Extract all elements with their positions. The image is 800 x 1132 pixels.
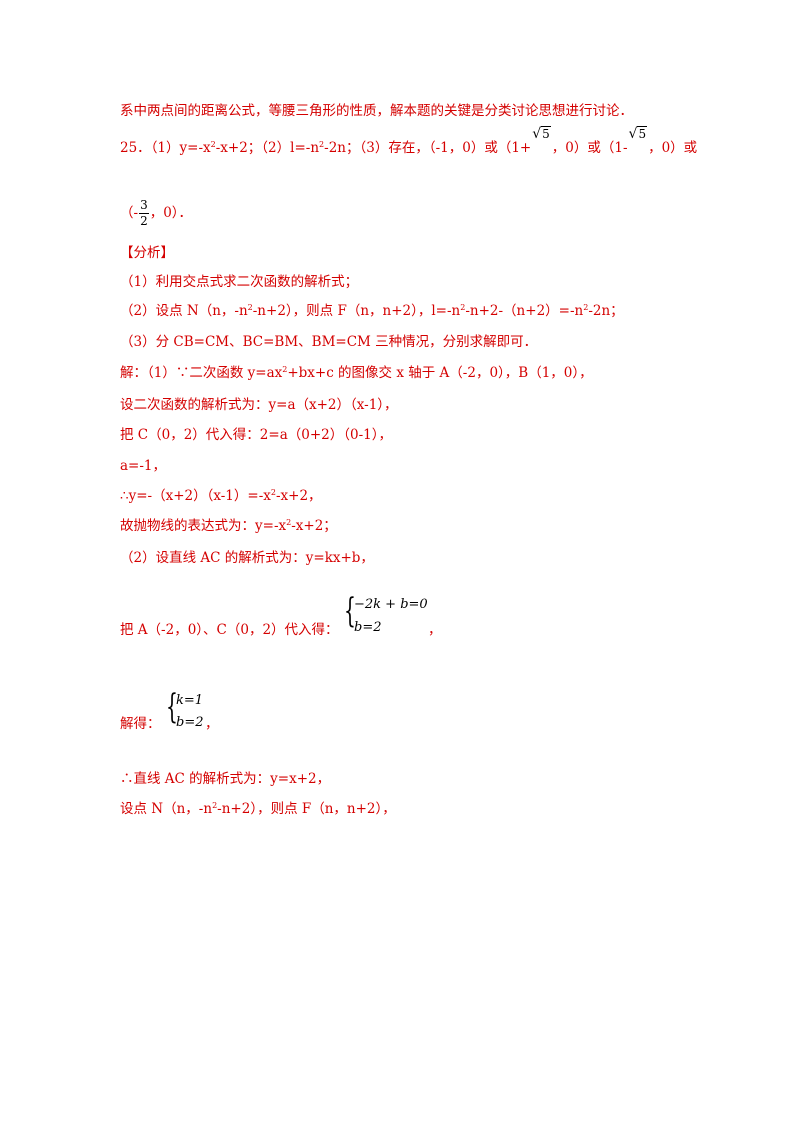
- analysis-step-3: （3）分 CB=CM、BC=BM、BM=CM 三种情况，分别求解即可．: [120, 334, 538, 350]
- solution-line-8-end: ，: [428, 622, 442, 638]
- solution-line-3: 把 C（0，2）代入得：2=a（0+2）（0-1），: [120, 427, 392, 443]
- equation-system-2: { k=1 b=2: [166, 687, 204, 730]
- solution-line-8: 把 A（-2，0）、C（0，2）代入得：: [120, 622, 339, 638]
- answer-line-25: 25．（1）y=-x2-x+2；（2）l=-n2-2n；（3）存在，（-1，0）…: [120, 126, 698, 156]
- solution-line-4: a=-1，: [120, 458, 167, 474]
- analysis-heading: 【分析】: [120, 245, 174, 261]
- solution-line-11: 设点 N（n，-n2-n+2），则点 F（n，n+2），: [120, 801, 396, 817]
- sqrt-5-a: √5: [532, 126, 551, 142]
- equation-system-1: { −2k + b=0 b=2: [344, 591, 428, 635]
- solution-line-7: （2）设直线 AC 的解析式为：y=kx+b，: [120, 550, 374, 566]
- left-brace: {: [166, 687, 178, 727]
- solution-line-9-end: ，: [205, 716, 219, 732]
- analysis-step-1: （1）利用交点式求二次函数的解析式；: [120, 274, 359, 290]
- solution-line-6: 故抛物线的表达式为：y=-x2-x+2；: [120, 518, 337, 534]
- analysis-step-2: （2）设点 N（n，-n2-n+2），则点 F（n，n+2），l=-n2-n+2…: [120, 303, 624, 319]
- solution-line-5: ∴y=-（x+2）（x-1）=-x2-x+2，: [120, 488, 322, 504]
- question-number: 25．: [120, 140, 151, 156]
- solution-line-10: ∴直线 AC 的解析式为：y=x+2，: [120, 771, 331, 787]
- solution-line-2: 设二次函数的解析式为：y=a（x+2）（x-1），: [120, 397, 398, 413]
- line-intro: 系中两点间的距离公式，等腰三角形的性质，解本题的关键是分类讨论思想进行讨论．: [120, 103, 633, 119]
- solution-line-1: 解：（1）∵二次函数 y=ax2+bx+c 的图像交 x 轴于 A（-2，0），…: [120, 365, 593, 381]
- solution-line-9: 解得：: [120, 716, 161, 732]
- left-brace: {: [344, 591, 356, 631]
- sqrt-5-b: √5: [628, 126, 648, 142]
